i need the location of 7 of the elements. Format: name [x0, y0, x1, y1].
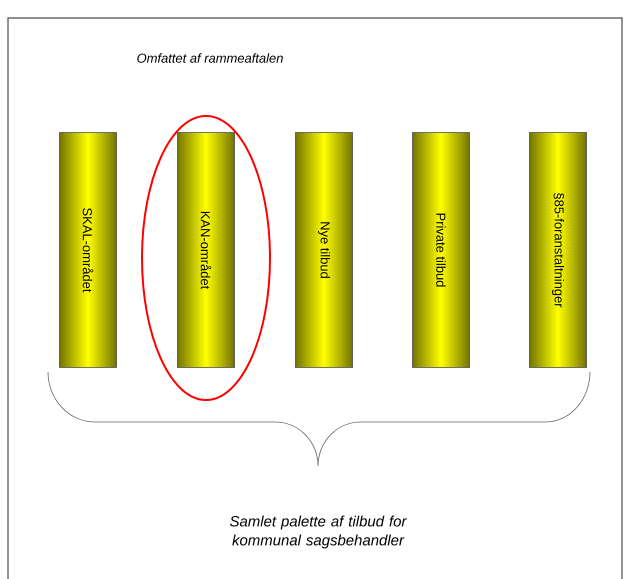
heading: Omfattet af rammeaftalen: [137, 53, 283, 63]
bar: Private tilbud: [412, 132, 470, 368]
bar: SKAL-området: [59, 132, 117, 368]
bar: Nye tilbud: [295, 132, 353, 368]
bar: §85-foranstaltninger: [529, 132, 587, 368]
bar: KAN-området: [177, 132, 235, 368]
brace-label: Samlet palette af tilbud for kommunal sagsbehandler: [230, 516, 407, 548]
